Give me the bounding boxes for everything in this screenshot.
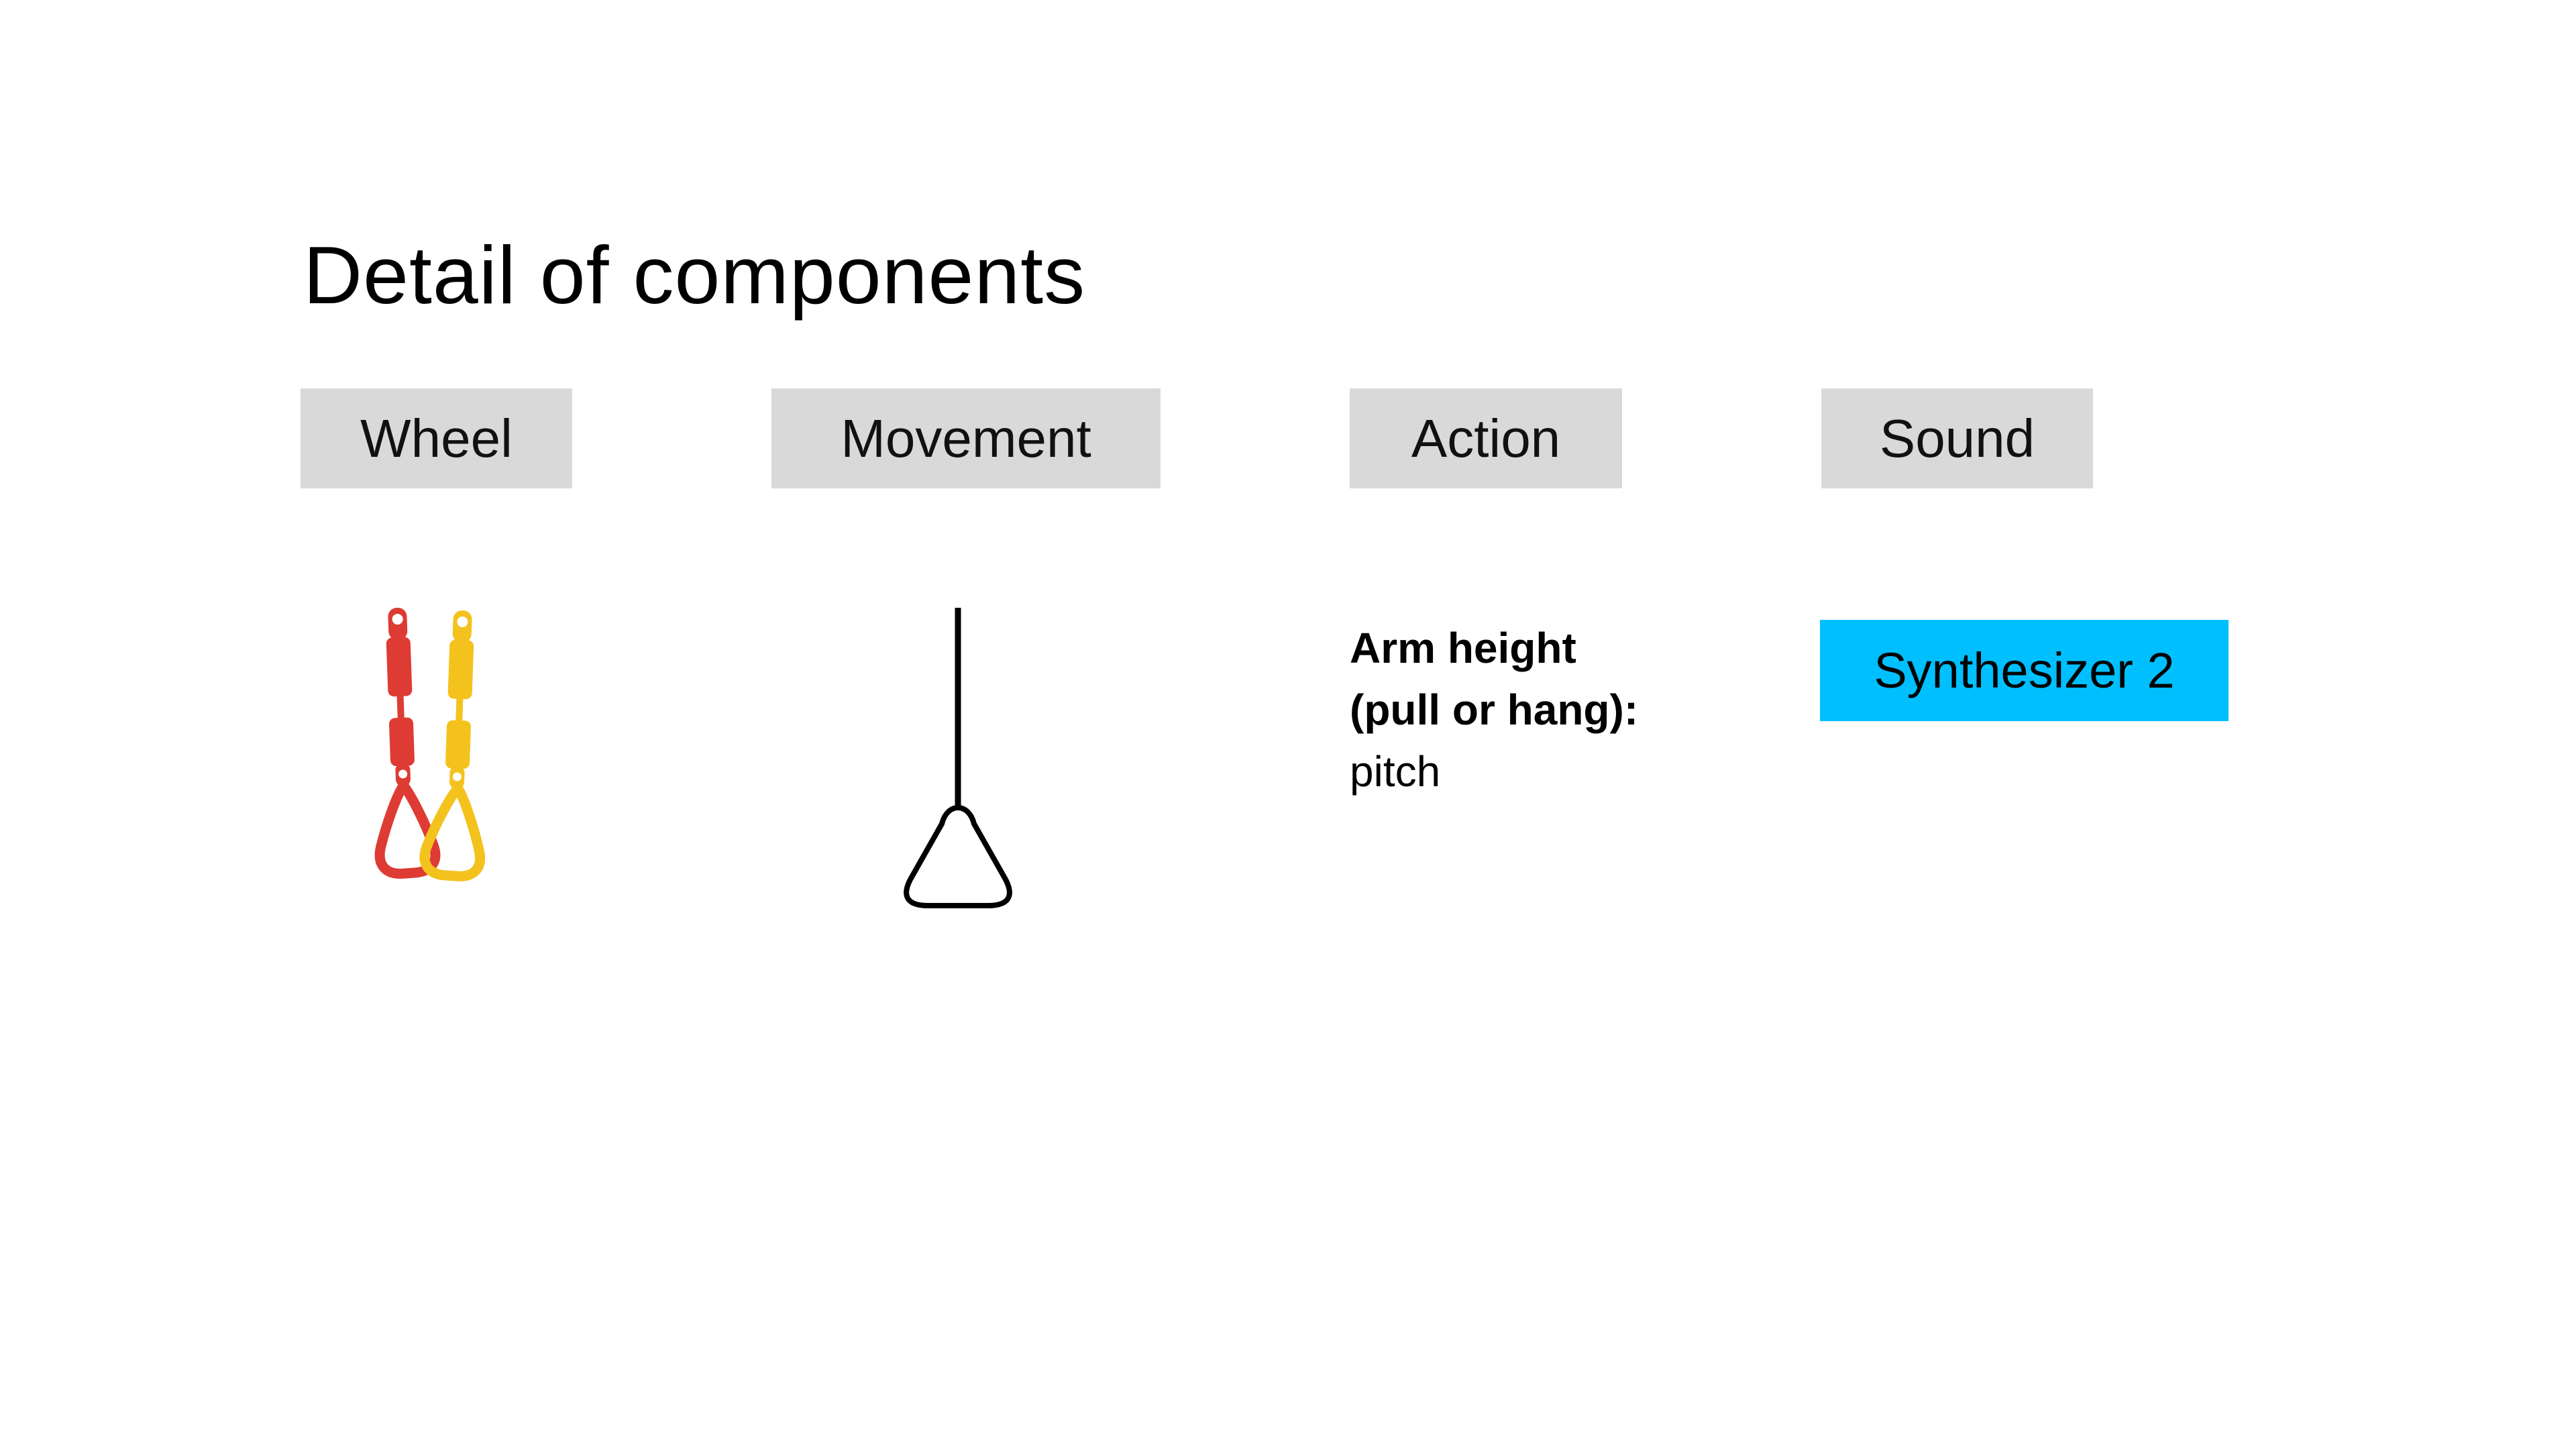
red-trapeze-ring-icon (374, 607, 441, 879)
column-header-movement-label: Movement (841, 408, 1091, 468)
sound-cell-label: Synthesizer 2 (1874, 643, 2175, 698)
column-header-sound: Sound (1821, 388, 2093, 488)
trapeze-rings-image (362, 602, 510, 891)
action-label-line1: Arm height (1350, 624, 1576, 672)
hanging-triangle-svg (904, 608, 1012, 908)
trapeze-rings-svg (374, 607, 485, 881)
column-header-wheel: Wheel (301, 388, 572, 488)
sound-cell-synthesizer-box: Synthesizer 2 (1820, 620, 2229, 721)
column-header-wheel-label: Wheel (360, 408, 513, 468)
column-header-sound-label: Sound (1879, 408, 2035, 468)
column-header-action: Action (1350, 388, 1622, 488)
action-label-line2: (pull or hang): (1350, 686, 1639, 734)
column-header-action-label: Action (1411, 408, 1561, 468)
column-header-movement: Movement (771, 388, 1161, 488)
hanging-triangle-icon (874, 602, 1042, 914)
action-value: pitch (1350, 747, 1441, 796)
yellow-trapeze-ring-icon (419, 610, 485, 881)
page-title: Detail of components (303, 229, 1086, 321)
action-cell: Arm height (pull or hang): pitch (1350, 617, 1665, 802)
